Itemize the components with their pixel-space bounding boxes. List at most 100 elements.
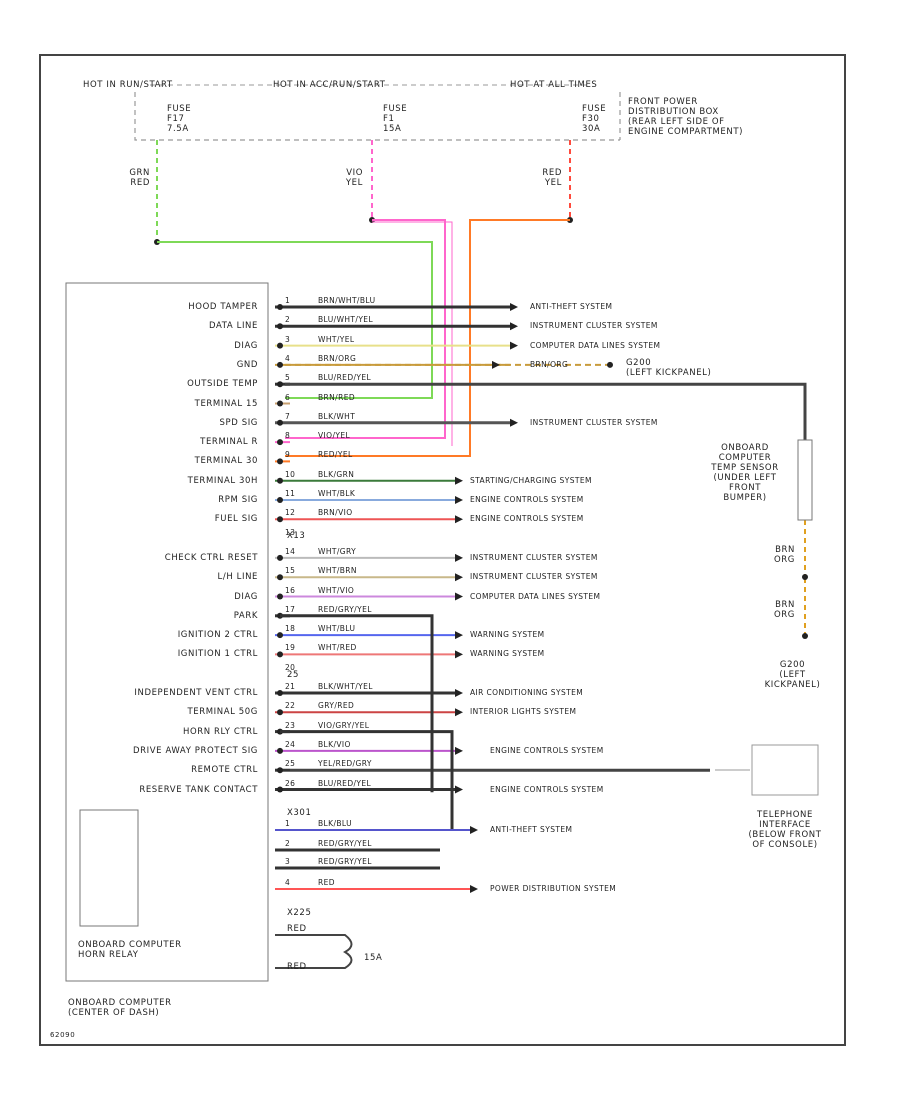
pin-label: TERMINAL 30H [187, 475, 258, 486]
arrow-head [455, 573, 463, 582]
wire-pin-number: 12 [285, 508, 296, 518]
horn-red-1: RED [287, 924, 307, 934]
arrow-head [510, 341, 518, 350]
pin-label: SPD SIG [219, 417, 258, 428]
pin-label: RESERVE TANK CONTACT [139, 784, 258, 795]
arrow-head [455, 785, 463, 794]
wire-color-label: BLK/GRN [318, 469, 355, 479]
pin-label: IGNITION 1 CTRL [177, 649, 258, 660]
wire-pin-number: 9 [285, 450, 291, 460]
pin-label: REMOTE CTRL [191, 765, 258, 776]
pin-label: RPM SIG [218, 495, 258, 505]
pin-label: TERMINAL 15 [194, 398, 258, 409]
wire-destination: ENGINE CONTROLS SYSTEM [470, 514, 584, 524]
horn-relay-box [79, 809, 139, 927]
wire-pin-number: 2 [285, 839, 291, 848]
wire-pin-number: 21 [285, 682, 296, 691]
wire-color-label: WHT/BLK [318, 489, 356, 498]
arrow-head [470, 885, 478, 893]
pin-label: DRIVE AWAY PROTECT SIG [133, 745, 258, 756]
fuse-box-label: FRONT POWER DISTRIBUTION BOX (REAR LEFT … [628, 97, 744, 137]
wire-color-label: WHT/GRY [318, 546, 357, 556]
wire-destination: STARTING/CHARGING SYSTEM [470, 475, 592, 485]
wire-color-label: BLK/WHT [318, 411, 356, 421]
wire-pin-number: 2 [285, 315, 291, 325]
header-hot-acc-run-start: HOT IN ACC/RUN/START [273, 80, 386, 90]
wire-pin-number: 22 [285, 701, 296, 711]
wire-pin-number: 3 [285, 334, 291, 344]
wire-pin-number: 26 [285, 778, 296, 788]
wire-pin-number: 15 [285, 566, 296, 576]
pin-dot [277, 477, 283, 484]
pin-dot [277, 632, 283, 639]
pin-label: DIAG [234, 591, 258, 602]
pin-dot [277, 304, 283, 310]
pin-label: CHECK CTRL RESET [164, 552, 258, 563]
pin-label: OUTSIDE TEMP [187, 379, 258, 390]
wire-pin-number: 11 [285, 489, 296, 498]
wire-color-label: RED [318, 878, 335, 887]
sensor-wire-2-label: BRN ORG [774, 600, 795, 620]
wire-destination: AIR CONDITIONING SYSTEM [470, 688, 584, 697]
orange-run [285, 219, 570, 457]
wire-color-label: WHT/VIO [318, 585, 355, 595]
wire-color-label: BRN/RED [318, 392, 356, 402]
fuse-f1: FUSE F1 15A [383, 104, 408, 134]
wire-color-label: VIO/GRY/YEL [318, 720, 370, 730]
supply-wire-2-label: VIO YEL [345, 168, 363, 188]
wire-pin-number: 24 [285, 739, 296, 749]
arrow-head [455, 746, 463, 755]
wire-destination: WARNING SYSTEM [470, 649, 545, 659]
wire-color-label: WHT/RED [318, 643, 357, 653]
pin-dot [277, 709, 283, 716]
wire-pin-number: 13 [285, 527, 296, 537]
wire-color-label: VIO/YEL [318, 431, 351, 441]
wire-pin-number: 16 [285, 585, 296, 595]
horn-fuse-wire [275, 934, 353, 969]
wire-pin-number: 18 [285, 624, 296, 634]
wire-pin-number: 4 [285, 353, 291, 363]
pin-label: HORN RLY CTRL [182, 726, 258, 737]
pin-dot [277, 516, 283, 523]
wire-destination: INSTRUMENT CLUSTER SYSTEM [470, 572, 598, 582]
wire-color-label: WHT/BLU [318, 624, 356, 634]
wire-pin-number: 1 [285, 819, 291, 828]
pin-label: IGNITION 2 CTRL [177, 630, 258, 641]
wire-destination: ENGINE CONTROLS SYSTEM [470, 495, 584, 504]
wire-color-label: BLU/WHT/YEL [318, 315, 374, 325]
horn-fuse: 15A [364, 953, 383, 963]
wire-color-label: BRN/ORG [318, 353, 357, 363]
arrow-head [455, 496, 463, 504]
outer-frame [39, 54, 846, 1046]
fuse-f30: FUSE F30 30A [582, 104, 607, 134]
pin-label: TERMINAL 30 [194, 456, 258, 467]
pin-dot [277, 400, 283, 407]
pin-label: HOOD TAMPER [188, 302, 258, 312]
wire-pin-number: 20 [285, 662, 296, 672]
header-hot-run-start: HOT IN RUN/START [83, 80, 173, 90]
telephone-label: TELEPHONE INTERFACE (BELOW FRONT OF CONS… [748, 810, 822, 850]
connector-x301: X301 [287, 808, 312, 818]
pin-label: PARK [233, 610, 258, 621]
wire-color-label: BLK/VIO [318, 739, 351, 749]
supply-wire-3-label: RED YEL [542, 168, 562, 188]
arrow-head [455, 650, 463, 659]
pin-label: L/H LINE [217, 572, 258, 583]
arrow-head [510, 418, 518, 427]
wire-destination: ANTI-THEFT SYSTEM [490, 825, 573, 834]
pin-label: DATA LINE [209, 321, 258, 332]
temp-sensor-box [797, 439, 813, 521]
pin-label: GND [236, 359, 258, 370]
wire-pin-number: 19 [285, 643, 296, 653]
footer-code: 62090 [50, 1031, 76, 1039]
arrow-head [455, 708, 463, 717]
wire-destination: ENGINE CONTROLS SYSTEM [490, 784, 604, 794]
connector-x13: X13 [287, 531, 306, 541]
wire-destination: INTERIOR LIGHTS SYSTEM [470, 707, 577, 717]
wire-pin-number: 8 [285, 431, 291, 441]
ground-g200-lower: G200 (LEFT KICKPANEL) [764, 660, 821, 690]
pin-dot [277, 497, 283, 503]
wire-color-label: BLK/WHT/YEL [318, 682, 373, 691]
wire-color-label: BRN/VIO [318, 508, 353, 518]
wire-pin-number: 7 [285, 411, 291, 421]
